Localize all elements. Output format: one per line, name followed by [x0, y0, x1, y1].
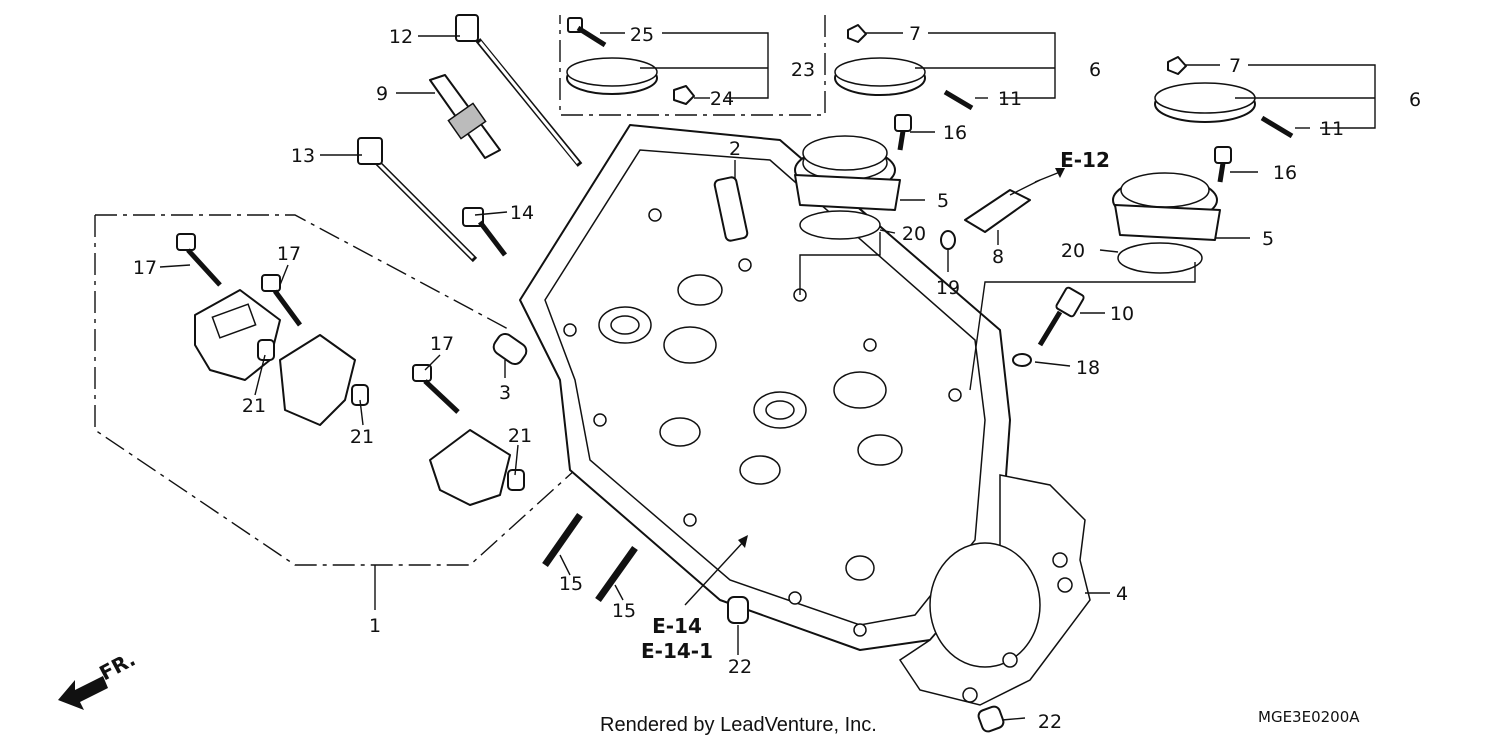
callout-11-left: 11	[998, 88, 1022, 110]
callout-13: 13	[291, 145, 315, 167]
insulator-clamp-band-right[interactable]	[1154, 56, 1294, 139]
front-direction-marker: FR.	[58, 647, 139, 710]
camshaft-holder-middle[interactable]	[279, 334, 356, 426]
sealing-washer-19[interactable]	[940, 230, 956, 250]
callout-14: 14	[510, 202, 534, 224]
temperature-sensor-8[interactable]	[964, 179, 1041, 233]
callout-16-left: 16	[943, 122, 967, 144]
studs-15[interactable]	[542, 512, 638, 603]
insulator-band-23[interactable]	[566, 17, 695, 105]
callout-17-c: 17	[430, 333, 454, 355]
callout-16-right: 16	[1273, 162, 1297, 184]
callout-24: 24	[710, 88, 734, 110]
callout-10: 10	[1110, 303, 1134, 325]
spark-plug[interactable]	[429, 74, 501, 159]
head-bolt-holes	[563, 208, 962, 637]
callout-7-left: 7	[909, 23, 921, 45]
diagram-code: MGE3E0200A	[1258, 708, 1360, 726]
callout-20-right: 20	[1061, 240, 1085, 262]
callout-5-left: 5	[937, 190, 949, 212]
callout-7-right: 7	[1229, 55, 1241, 77]
sensor-10[interactable]	[1037, 286, 1085, 347]
callout-15-b: 15	[612, 600, 636, 622]
callout-15-a: 15	[559, 573, 583, 595]
callout-17-a: 17	[133, 257, 157, 279]
callout-22-b: 22	[1038, 711, 1062, 733]
camshaft-holder-right[interactable]	[429, 429, 511, 506]
callout-8: 8	[992, 246, 1004, 268]
cylinder-head-gasket[interactable]	[898, 474, 1091, 706]
callout-2: 2	[729, 138, 741, 160]
stud-bolt-12[interactable]	[455, 14, 583, 167]
insulator-clamp-band-left[interactable]	[834, 24, 974, 111]
callout-21-a: 21	[242, 395, 266, 417]
dowel-pin-3[interactable]	[491, 331, 530, 367]
callout-6-left: 6	[1089, 59, 1101, 81]
callout-9: 9	[376, 83, 388, 105]
callout-22-a: 22	[728, 656, 752, 678]
callout-19: 19	[936, 277, 960, 299]
front-arrow-icon	[58, 676, 108, 710]
callout-23: 23	[791, 59, 815, 81]
callout-6-right: 6	[1409, 89, 1421, 111]
washer-18[interactable]	[1012, 353, 1032, 367]
insulator-group-outline	[559, 15, 826, 116]
callout-18: 18	[1076, 357, 1100, 379]
bolt-14[interactable]	[462, 207, 507, 257]
insulator-left[interactable]	[794, 114, 912, 240]
callout-numbers: 1 2 3 4 5 5 6 6 7 7 8 9 10 11 11 12 13 1…	[133, 23, 1421, 733]
reference-e14-1[interactable]: E-14-1	[641, 639, 713, 663]
callout-25: 25	[630, 24, 654, 46]
reference-e14[interactable]: E-14	[652, 614, 702, 638]
valve-bores	[598, 274, 903, 581]
callout-4: 4	[1116, 583, 1128, 605]
valve-guide[interactable]	[713, 176, 749, 242]
cylinder-head[interactable]	[519, 124, 1011, 651]
camshaft-holder-group-outline	[94, 214, 576, 610]
holder-bolts-17[interactable]	[176, 233, 460, 414]
leader-lines	[159, 32, 1376, 721]
callout-17-b: 17	[277, 243, 301, 265]
callout-21-b: 21	[350, 426, 374, 448]
stud-bolt-13[interactable]	[357, 137, 478, 263]
dowel-pins-22[interactable]	[727, 596, 1005, 733]
callout-11-right: 11	[1320, 118, 1344, 140]
render-credit: Rendered by LeadVenture, Inc.	[600, 714, 877, 736]
section-references: E-12 E-14 E-14-1	[641, 148, 1110, 663]
callout-20-left: 20	[902, 223, 926, 245]
camshaft-holder-left[interactable]	[194, 289, 281, 381]
callout-1: 1	[369, 615, 381, 637]
reference-e12[interactable]: E-12	[1060, 148, 1110, 172]
callout-21-c: 21	[508, 425, 532, 447]
callout-3: 3	[499, 382, 511, 404]
callout-12: 12	[389, 26, 413, 48]
insulator-right[interactable]	[1112, 146, 1232, 274]
callout-5-right: 5	[1262, 228, 1274, 250]
